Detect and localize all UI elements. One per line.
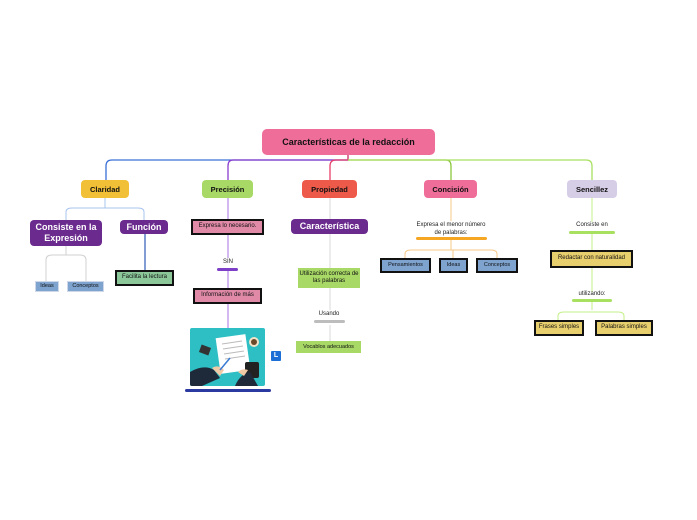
propiedad-utilizacion-correcta[interactable]: Utilización correcta de las palabras	[298, 268, 360, 288]
concision-ideas[interactable]: Ideas	[439, 258, 468, 273]
sencillez-utilizando[interactable]: utilizando:	[578, 290, 606, 297]
claridad-funcion[interactable]: Función	[120, 220, 168, 234]
sencillez-consiste-en[interactable]: Consiste en	[576, 221, 608, 228]
concision-expresa-underline	[416, 237, 487, 240]
precision-expresa-lo-necesario[interactable]: Expresa lo necesario.	[191, 219, 264, 235]
sencillez-frases-simples[interactable]: Frases simples	[534, 320, 584, 336]
propiedad-usando[interactable]: Usando	[318, 310, 340, 317]
sencillez-redactar-con-naturalidad[interactable]: Redactar con naturalidad	[550, 250, 633, 268]
branch-claridad[interactable]: Claridad	[81, 180, 129, 198]
concision-conceptos[interactable]: Conceptos	[476, 258, 518, 273]
concision-expresa-el-menor-numero[interactable]: Expresa el menor número de palabras:	[416, 222, 486, 236]
claridad-ideas[interactable]: Ideas	[35, 281, 59, 292]
precision-sin[interactable]: SIN	[222, 258, 233, 265]
claridad-facilita-la-lectura[interactable]: Facilita la lectura	[115, 270, 174, 286]
sencillez-consiste-underline	[569, 231, 615, 234]
sencillez-palabras-simples[interactable]: Palabras simples	[595, 320, 653, 336]
claridad-conceptos[interactable]: Conceptos	[67, 281, 104, 292]
root-topic[interactable]: Características de la redacción	[262, 129, 435, 155]
propiedad-vocablos-adecuados[interactable]: Vocablos adecuados	[296, 341, 361, 353]
illustration-underline	[185, 389, 271, 392]
precision-informacion-de-mas[interactable]: Información de más	[193, 288, 262, 304]
concision-pensamientos[interactable]: Pensamientos	[380, 258, 431, 273]
branch-precision[interactable]: Precisión	[202, 180, 253, 198]
branch-propiedad[interactable]: Propiedad	[302, 180, 357, 198]
badge-icon[interactable]: L	[271, 351, 281, 361]
claridad-consiste-en-la-expresion[interactable]: Consiste en la Expresión	[30, 220, 102, 246]
sencillez-utilizando-underline	[572, 299, 612, 302]
propiedad-usando-underline	[314, 320, 345, 323]
precision-sin-underline	[217, 268, 238, 271]
branch-sencillez[interactable]: Sencillez	[567, 180, 617, 198]
branch-concision[interactable]: Concisión	[424, 180, 477, 198]
writing-hands-illustration	[190, 328, 265, 386]
propiedad-caracteristica[interactable]: Característica	[291, 219, 368, 234]
